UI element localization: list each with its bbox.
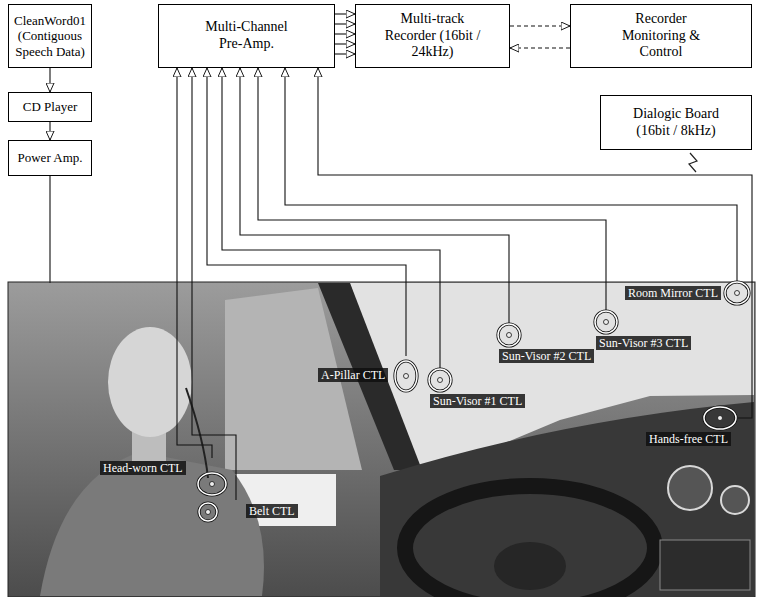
connector (207, 68, 406, 356)
box-label: CD Player (23, 99, 78, 115)
circle-outline (395, 361, 417, 391)
microphone-marker: Hands-free CTL (644, 406, 738, 448)
microphone-label: Head-worn CTL (100, 461, 186, 475)
microphone-dot (604, 320, 609, 325)
microphone-label: Hands-free CTL (646, 432, 731, 446)
circle-shadow (704, 407, 736, 429)
process-box: CD Player (8, 92, 92, 122)
microphone-circle (644, 406, 738, 431)
circle-shadow (199, 503, 217, 521)
steering-wheel (405, 486, 655, 597)
box-label: Dialogic Board (16bit / 8kHz) (632, 106, 720, 140)
console-panel (660, 540, 750, 590)
speaker-wire (49, 176, 50, 283)
microphone-dot (718, 416, 723, 421)
box-label: Power Amp. (18, 150, 83, 166)
connector (258, 68, 606, 310)
box-label: Multi-track Recorder (16bit / 24kHz) (383, 11, 483, 61)
connector (335, 43, 355, 44)
microphone-circle (497, 323, 522, 348)
photo-ground (8, 282, 755, 597)
wireless-symbol (689, 153, 697, 172)
gauge (721, 486, 749, 514)
connector (318, 68, 752, 418)
microphone-label: Room Mirror CTL (625, 286, 721, 300)
microphone-marker: A-Pillar CTL (318, 356, 419, 393)
circle-outline (199, 503, 217, 521)
microphone-marker: Belt CTL (196, 500, 300, 523)
process-box: Dialogic Board (16bit / 8kHz) (600, 95, 752, 150)
circle-shadow (725, 282, 749, 304)
microphone-circle (196, 500, 219, 523)
circle-shadow (498, 324, 520, 346)
connector (335, 33, 355, 34)
microphone-label: A-Pillar CTL (318, 368, 388, 382)
microphone-marker: Head-worn CTL (100, 458, 228, 497)
connector (49, 68, 50, 92)
gauge (668, 466, 712, 510)
box-label: Multi-Channel Pre-Amp. (197, 19, 297, 53)
microphone-label: Sun-Visor #3 CTL (596, 336, 691, 350)
microphone-circle (428, 368, 453, 393)
connector (49, 122, 50, 140)
circle-shadow (429, 369, 451, 391)
microphone-label: Sun-Visor #2 CTL (499, 349, 594, 363)
microphone-marker: Sun-Visor #2 CTL (497, 323, 597, 365)
circle-outline (498, 324, 520, 346)
connector (510, 25, 570, 26)
circle-shadow (198, 473, 226, 495)
circle-outline (429, 369, 451, 391)
microphone-dot (210, 482, 215, 487)
connector (222, 68, 440, 368)
microphone-marker: Sun-Visor #1 CTL (428, 368, 528, 410)
box-label: CleanWord01 (Contiguous Speech Data) (13, 13, 87, 60)
circle-outline (595, 311, 617, 333)
circle-outline (725, 282, 749, 304)
circle-shadow (395, 361, 417, 391)
dummy-torso (40, 452, 264, 596)
process-box: Multi-track Recorder (16bit / 24kHz) (355, 4, 510, 68)
connector (335, 53, 355, 54)
steering-hub (494, 542, 566, 590)
dummy-head (108, 327, 192, 437)
process-box: Recorder Monitoring & Control (570, 4, 752, 68)
microphone-label: Sun-Visor #1 CTL (430, 394, 525, 408)
process-box: Power Amp. (8, 140, 92, 176)
process-box: Multi-Channel Pre-Amp. (158, 4, 335, 68)
microphone-dot (206, 510, 211, 515)
process-box: CleanWord01 (Contiguous Speech Data) (8, 4, 92, 68)
connector (335, 23, 355, 24)
microphone-marker: Room Mirror CTL (625, 281, 751, 306)
circle-outline (704, 407, 736, 429)
headset-boom (186, 388, 208, 478)
microphone-dot (404, 374, 409, 379)
connector (510, 47, 570, 48)
box-label: Recorder Monitoring & Control (616, 11, 706, 61)
microphone-marker: Sun-Visor #3 CTL (594, 310, 694, 352)
connector (240, 68, 509, 323)
circle-shadow (595, 311, 617, 333)
microphone-label: Belt CTL (246, 504, 298, 518)
circle-outline (198, 473, 226, 495)
connector (192, 68, 236, 500)
microphone-circle (594, 310, 619, 335)
microphone-dot (735, 291, 740, 296)
microphone-dot (507, 333, 512, 338)
connector (335, 13, 355, 14)
microphone-dot (438, 378, 443, 383)
